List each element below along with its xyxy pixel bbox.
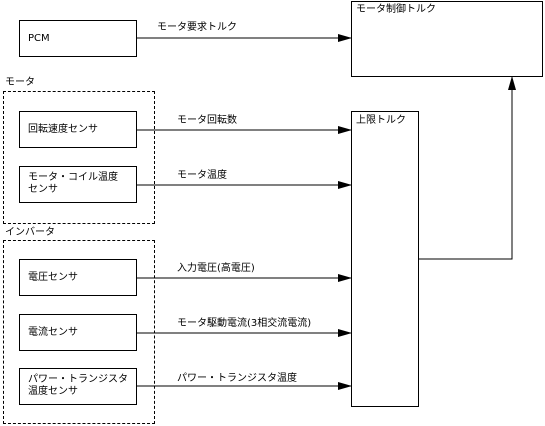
node-rotation-speed-sensor: 回転速度センサ bbox=[19, 111, 137, 148]
arrow-upper-limit-to-control bbox=[418, 76, 516, 260]
node-upper-limit-torque-label: 上限トルク bbox=[356, 115, 406, 126]
edge-label-power-transistor-temperature: パワー・トランジスタ温度 bbox=[177, 373, 297, 384]
node-motor-control-torque: モータ制御トルク bbox=[351, 1, 543, 77]
group-motor bbox=[3, 91, 155, 224]
node-pcm: PCM bbox=[19, 20, 137, 57]
group-inverter bbox=[3, 240, 155, 424]
node-rotation-speed-sensor-label: 回転速度センサ bbox=[28, 124, 98, 135]
node-voltage-sensor-label: 電圧センサ bbox=[28, 272, 78, 283]
edge-label-motor-temperature: モータ温度 bbox=[177, 170, 227, 181]
group-motor-label: モータ bbox=[5, 77, 35, 88]
edge-label-motor-request-torque: モータ要求トルク bbox=[157, 22, 237, 33]
edge-label-motor-rotation-count: モータ回転数 bbox=[177, 115, 237, 126]
node-pcm-label: PCM bbox=[28, 33, 50, 44]
group-inverter-label: インバータ bbox=[5, 227, 55, 238]
node-voltage-sensor: 電圧センサ bbox=[19, 259, 137, 296]
node-power-transistor-temp-sensor-label: パワー・トランジスタ 温度センサ bbox=[28, 374, 128, 397]
edge-label-input-voltage: 入力電圧(高電圧) bbox=[177, 263, 255, 274]
node-motor-coil-temp-sensor: モータ・コイル温度 センサ bbox=[19, 166, 137, 203]
node-current-sensor-label: 電流センサ bbox=[28, 327, 78, 338]
edge-label-motor-drive-current: モータ駆動電流(3相交流電流) bbox=[177, 318, 312, 329]
node-current-sensor: 電流センサ bbox=[19, 314, 137, 351]
node-power-transistor-temp-sensor: パワー・トランジスタ 温度センサ bbox=[19, 368, 137, 405]
node-upper-limit-torque: 上限トルク bbox=[351, 111, 419, 407]
node-motor-control-torque-label: モータ制御トルク bbox=[356, 4, 436, 15]
node-motor-coil-temp-sensor-label: モータ・コイル温度 センサ bbox=[28, 172, 118, 195]
